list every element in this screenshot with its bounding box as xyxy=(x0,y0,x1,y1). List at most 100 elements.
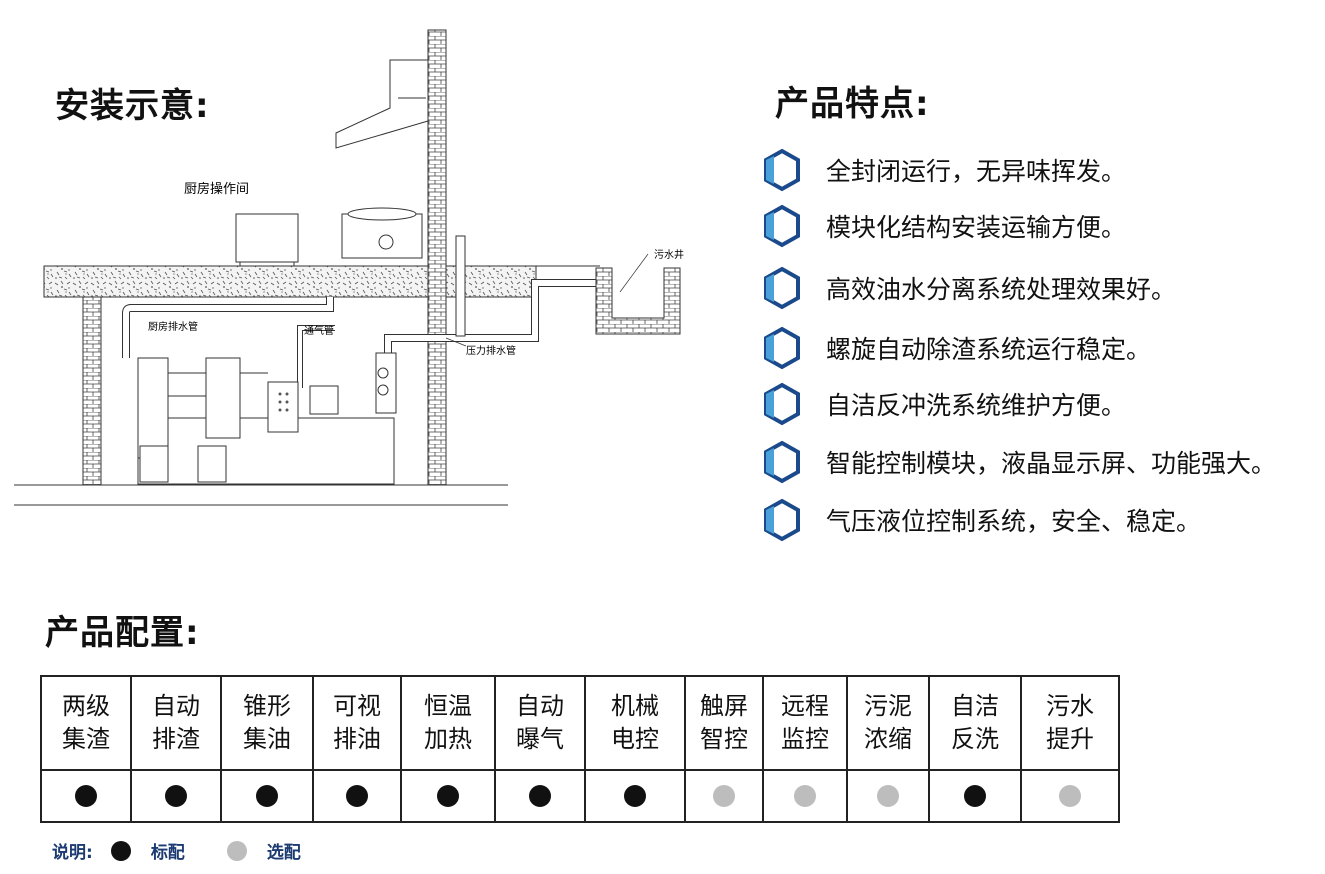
config-mark-cell xyxy=(400,769,496,823)
hexagon-icon xyxy=(764,382,800,426)
feature-item: 智能控制模块，液晶显示屏、功能强大。 xyxy=(760,440,1276,484)
config-header-cell: 锥形集油 xyxy=(220,675,314,771)
kitchen-sink xyxy=(235,213,299,263)
config-label-line2: 智控 xyxy=(700,725,748,753)
config-header-row: 两级集渣自动排渣锥形集油可视排油恒温加热自动曝气机械电控触屏智控远程监控污泥浓缩… xyxy=(40,675,1120,771)
hexagon-icon xyxy=(764,498,800,542)
config-mark-cell xyxy=(40,769,132,823)
config-label-line2: 监控 xyxy=(781,725,829,753)
config-header-cell: 机械电控 xyxy=(584,675,686,771)
standard-dot-icon xyxy=(110,840,131,861)
standard-dot-icon xyxy=(165,785,187,807)
config-label-line1: 远程 xyxy=(781,692,829,720)
config-mark-row xyxy=(40,769,1120,823)
config-label-line1: 两级 xyxy=(62,692,110,720)
legend: 说明: 标配 选配 xyxy=(52,838,301,863)
optional-dot-icon xyxy=(713,785,735,807)
config-label-line2: 集油 xyxy=(243,725,291,753)
config-label-line1: 可视 xyxy=(333,692,381,720)
config-label-line1: 自动 xyxy=(516,692,564,720)
feature-item: 自洁反冲洗系统维护方便。 xyxy=(760,382,1126,426)
standard-dot-icon xyxy=(256,785,278,807)
feature-text: 螺旋自动除渣系统运行稳定。 xyxy=(826,335,1152,364)
config-mark-cell xyxy=(684,769,764,823)
config-label-line2: 加热 xyxy=(424,725,472,753)
config-label-line1: 锥形 xyxy=(243,692,291,720)
feature-item: 全封闭运行，无异味挥发。 xyxy=(760,148,1126,192)
pressure-drain-label: 压力排水管 xyxy=(466,344,516,357)
feature-text: 智能控制模块，液晶显示屏、功能强大。 xyxy=(826,449,1277,478)
config-label-line2: 曝气 xyxy=(516,725,564,753)
feature-text: 高效油水分离系统处理效果好。 xyxy=(826,275,1177,304)
hexagon-icon xyxy=(764,440,800,484)
hexagon-icon xyxy=(764,148,800,192)
optional-dot-icon xyxy=(794,785,816,807)
feature-item: 高效油水分离系统处理效果好。 xyxy=(760,266,1176,310)
config-mark-cell xyxy=(584,769,686,823)
standard-dot-icon xyxy=(437,785,459,807)
config-mark-cell xyxy=(846,769,930,823)
config-mark-cell xyxy=(1020,769,1120,823)
range-hood xyxy=(335,59,429,149)
config-header-cell: 污水提升 xyxy=(1020,675,1120,771)
main-wall xyxy=(427,29,447,486)
config-label-line2: 反洗 xyxy=(951,725,999,753)
config-mark-cell xyxy=(220,769,314,823)
config-label-line1: 污泥 xyxy=(864,692,912,720)
config-mark-cell xyxy=(130,769,222,823)
installation-diagram: 厨房操作间 污水井 厨房排水管 通气管 压力排水管 xyxy=(14,29,684,506)
config-label-line2: 排渣 xyxy=(152,725,200,753)
config-label-line2: 浓缩 xyxy=(864,725,912,753)
config-mark-cell xyxy=(762,769,848,823)
config-header-cell: 远程监控 xyxy=(762,675,848,771)
optional-dot-icon xyxy=(877,785,899,807)
config-table: 两级集渣自动排渣锥形集油可视排油恒温加热自动曝气机械电控触屏智控远程监控污泥浓缩… xyxy=(40,675,1120,823)
config-header-cell: 自洁反洗 xyxy=(928,675,1022,771)
config-header-cell: 触屏智控 xyxy=(684,675,764,771)
hexagon-icon xyxy=(764,266,800,310)
config-label-line1: 恒温 xyxy=(424,692,472,720)
config-label-line1: 触屏 xyxy=(700,692,748,720)
config-label-line2: 提升 xyxy=(1046,725,1094,753)
standard-dot-icon xyxy=(624,785,646,807)
config-label-line1: 自洁 xyxy=(951,692,999,720)
separator-unit xyxy=(137,352,397,485)
floor-slab xyxy=(43,265,429,298)
feature-item: 螺旋自动除渣系统运行稳定。 xyxy=(760,326,1151,370)
install-title: 安装示意: xyxy=(55,86,210,126)
standard-dot-icon xyxy=(529,785,551,807)
feature-text: 气压液位控制系统，安全、稳定。 xyxy=(826,507,1202,536)
hexagon-icon xyxy=(764,326,800,370)
sewage-well xyxy=(595,267,681,335)
standard-dot-icon xyxy=(346,785,368,807)
config-header-cell: 污泥浓缩 xyxy=(846,675,930,771)
legend-optional-label: 选配 xyxy=(266,843,301,863)
config-header-cell: 可视排油 xyxy=(312,675,402,771)
optional-dot-icon xyxy=(1059,785,1081,807)
config-title: 产品配置: xyxy=(45,613,200,653)
vent-pipe-label: 通气管 xyxy=(304,324,334,337)
kitchen-label: 厨房操作间 xyxy=(184,181,249,197)
feature-item: 模块化结构安装运输方便。 xyxy=(760,204,1126,248)
standard-dot-icon xyxy=(964,785,986,807)
config-header-cell: 自动曝气 xyxy=(494,675,586,771)
config-header-cell: 自动排渣 xyxy=(130,675,222,771)
kitchen-drain-label: 厨房排水管 xyxy=(148,320,198,333)
config-mark-cell xyxy=(928,769,1022,823)
vent-pipe xyxy=(297,325,335,388)
feature-text: 自洁反冲洗系统维护方便。 xyxy=(826,391,1127,420)
left-pillar xyxy=(82,294,102,486)
config-mark-cell xyxy=(312,769,402,823)
feature-text: 全封闭运行，无异味挥发。 xyxy=(826,157,1127,186)
config-label-line2: 排油 xyxy=(333,725,381,753)
config-label-line2: 集渣 xyxy=(62,725,110,753)
feature-text: 模块化结构安装运输方便。 xyxy=(826,213,1127,242)
config-label-line2: 电控 xyxy=(611,725,659,753)
legend-standard-label: 标配 xyxy=(150,843,185,863)
legend-label: 说明: xyxy=(52,843,93,863)
config-label-line1: 自动 xyxy=(152,692,200,720)
sewage-well-label: 污水井 xyxy=(654,248,684,261)
config-label-line1: 污水 xyxy=(1046,692,1094,720)
config-label-line1: 机械 xyxy=(611,692,659,720)
config-mark-cell xyxy=(494,769,586,823)
